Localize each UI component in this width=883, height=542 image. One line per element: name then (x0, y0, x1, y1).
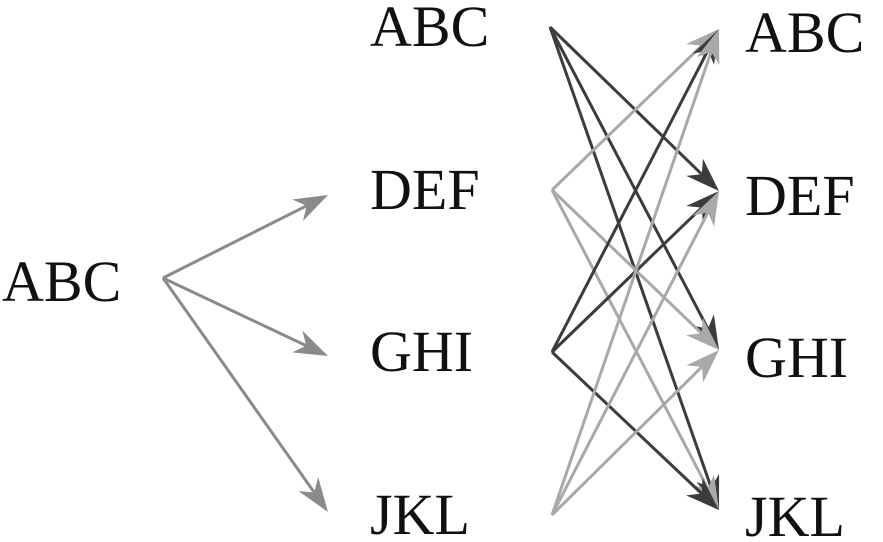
edge-arrow (550, 188, 719, 350)
arrowhead (686, 477, 719, 510)
edge-line (550, 206, 703, 354)
edge-line (550, 49, 710, 353)
edge-line (548, 26, 710, 330)
middle-node-label: GHI (370, 319, 473, 384)
edge-line (162, 276, 307, 348)
edge-line (550, 365, 703, 517)
middle-node-label: ABC (370, 0, 489, 59)
edge-line (550, 211, 710, 516)
edges-layer (161, 25, 720, 517)
edge-arrow (550, 29, 720, 516)
arrowhead (292, 195, 328, 221)
edge-line (550, 350, 703, 495)
arrowhead (696, 29, 720, 66)
edge-line (161, 277, 316, 494)
edge-line (550, 44, 703, 192)
arrowhead (692, 191, 719, 227)
edge-arrow (162, 276, 328, 356)
edge-line (548, 26, 713, 488)
source-node-label: ABC (2, 249, 121, 314)
labels-layer: ABC ABC DEF GHI JKL ABC DEF GHI JKL (2, 0, 864, 542)
edge-line (550, 189, 710, 490)
target-node-label: JKL (745, 484, 845, 542)
edge-line (162, 204, 308, 280)
arrowhead (686, 317, 719, 350)
middle-node-label: DEF (370, 157, 480, 222)
arrowhead (686, 350, 719, 383)
edge-arrow (161, 277, 328, 512)
edge-arrow (162, 195, 328, 280)
arrowhead (298, 477, 328, 512)
edge-line (548, 25, 703, 176)
arrowhead (292, 330, 328, 356)
edge-arrow (550, 350, 719, 510)
edge-line (550, 51, 713, 516)
middle-node-label: JKL (370, 482, 470, 542)
edge-arrow (550, 350, 719, 517)
edge-line (550, 188, 703, 335)
arrowhead (686, 158, 719, 191)
edge-arrow (550, 191, 719, 516)
target-node-label: DEF (745, 163, 855, 228)
target-node-label: GHI (745, 325, 848, 390)
target-node-label: ABC (745, 0, 864, 65)
